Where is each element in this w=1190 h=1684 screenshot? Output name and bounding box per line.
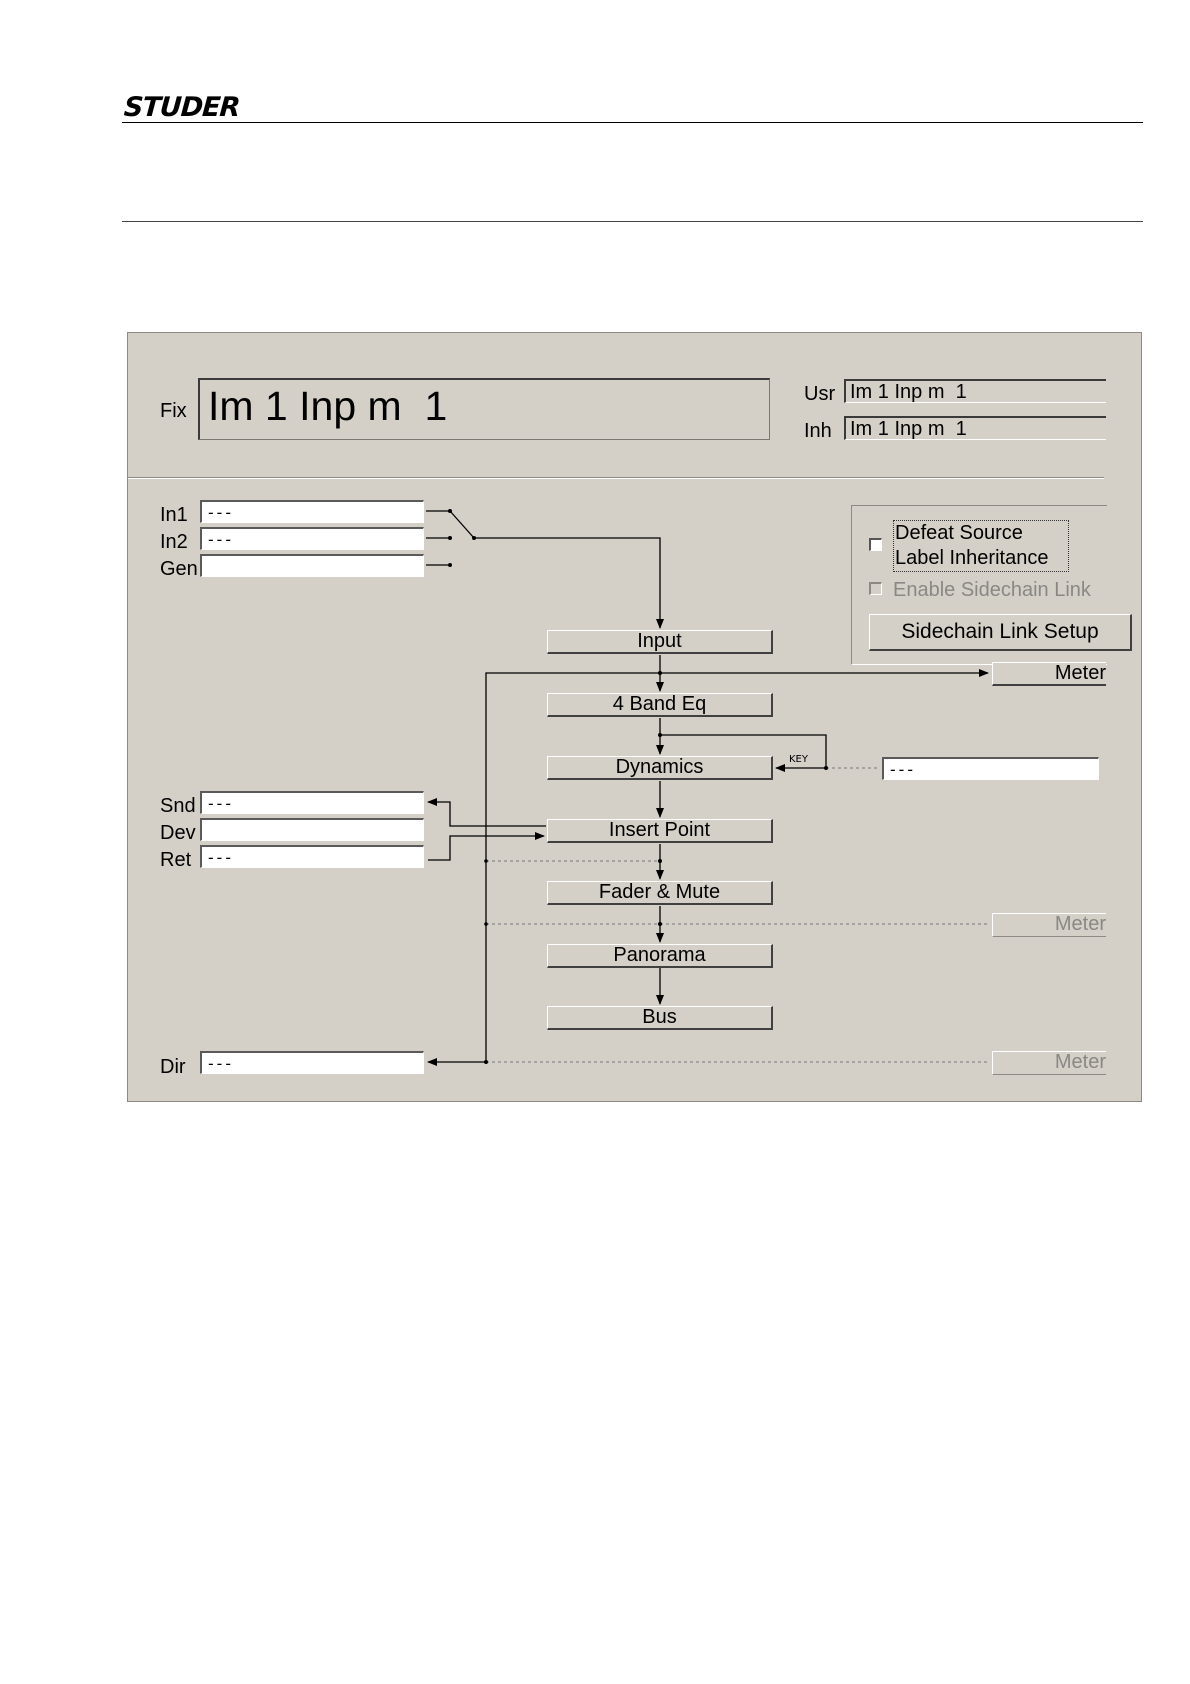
panorama-block-button[interactable]: Panorama <box>547 944 773 968</box>
in1-source-field[interactable]: --- <box>200 500 424 523</box>
meter-button-1[interactable]: Meter <box>992 662 1106 686</box>
meter-button-2[interactable]: Meter <box>992 913 1106 937</box>
enable-sidechain-checkbox[interactable] <box>869 582 882 595</box>
enable-sidechain-label: Enable Sidechain Link <box>893 580 1091 600</box>
header-rule <box>122 122 1143 123</box>
meter-button-3[interactable]: Meter <box>992 1051 1106 1075</box>
usr-name-field[interactable]: Im 1 Inp m 1 <box>844 379 1106 403</box>
dev-field[interactable] <box>200 818 424 841</box>
input-block-button[interactable]: Input <box>547 630 773 654</box>
section-rule <box>122 221 1143 222</box>
studer-logo: STUDER <box>123 92 241 123</box>
in1-label: In1 <box>160 505 188 525</box>
ret-label: Ret <box>160 850 191 870</box>
ret-field[interactable]: --- <box>200 845 424 868</box>
usr-label: Usr <box>804 384 835 404</box>
dir-label: Dir <box>160 1057 186 1077</box>
inh-label: Inh <box>804 421 832 441</box>
sidechain-source-field[interactable]: --- <box>882 757 1099 780</box>
fix-label: Fix <box>160 401 187 421</box>
defeat-label-checkbox[interactable] <box>869 538 882 551</box>
snd-field[interactable]: --- <box>200 791 424 814</box>
gen-source-field[interactable] <box>200 554 424 577</box>
inh-name-field: Im 1 Inp m 1 <box>844 416 1106 440</box>
defeat-label-line2: Label Inheritance <box>895 546 1068 571</box>
gen-label: Gen <box>160 559 198 579</box>
channel-config-panel <box>127 332 1142 1102</box>
dynamics-block-button[interactable]: Dynamics <box>547 756 773 780</box>
in2-label: In2 <box>160 532 188 552</box>
insert-point-block-button[interactable]: Insert Point <box>547 819 773 843</box>
dev-label: Dev <box>160 823 196 843</box>
panel-separator <box>128 477 1104 479</box>
fix-name-display: Im 1 Inp m 1 <box>198 378 770 440</box>
bus-block-button[interactable]: Bus <box>547 1006 773 1030</box>
snd-label: Snd <box>160 796 196 816</box>
defeat-label-text[interactable]: Defeat Source Label Inheritance <box>893 520 1069 572</box>
sidechain-link-setup-button[interactable]: Sidechain Link Setup <box>869 614 1132 651</box>
defeat-label-line1: Defeat Source <box>895 521 1068 546</box>
key-label: KEY <box>789 754 808 765</box>
in2-source-field[interactable]: --- <box>200 527 424 550</box>
fader-mute-block-button[interactable]: Fader & Mute <box>547 881 773 905</box>
eq-block-button[interactable]: 4 Band Eq <box>547 693 773 717</box>
dir-field[interactable]: --- <box>200 1051 424 1074</box>
